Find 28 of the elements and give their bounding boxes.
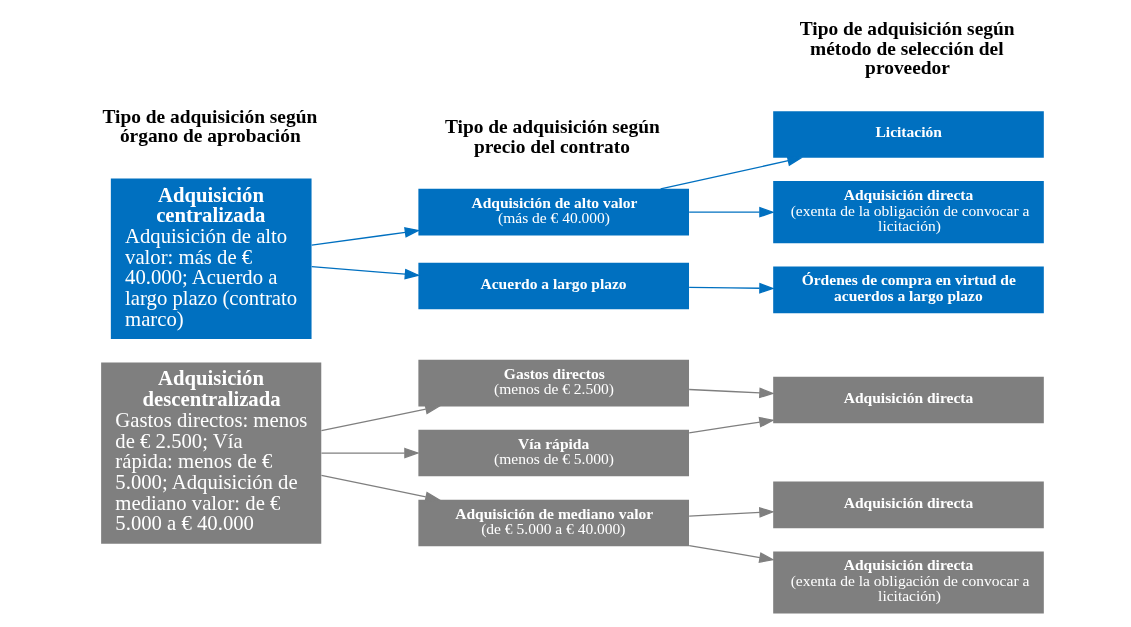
label: Tipo de adquisición según órgano de aprobación bbox=[101, 105, 317, 147]
arrow bbox=[320, 403, 441, 432]
label: Tipo de adquisición según método de selección del proveedor bbox=[799, 18, 1015, 79]
label: Tipo de adquisición según precio del contrato bbox=[444, 116, 660, 157]
arrow bbox=[688, 416, 775, 434]
node-box: Adquisición directa bbox=[772, 376, 1044, 424]
node-box: Vía rápida (menos de € 5.000) bbox=[417, 429, 689, 477]
node-box: Gastos directos (menos de € 2.500) bbox=[417, 359, 689, 407]
arrow bbox=[688, 387, 775, 399]
arrow bbox=[310, 266, 420, 280]
arrow bbox=[659, 155, 803, 190]
arrow bbox=[688, 545, 775, 563]
arrow bbox=[688, 507, 775, 518]
node-box: Adquisición de alto valor (más de € 40.000) bbox=[417, 188, 689, 236]
node-box: Licitación bbox=[772, 111, 1044, 158]
arrow bbox=[320, 474, 441, 503]
node-box: Adquisición directa bbox=[772, 481, 1044, 529]
node-box: Adquisición centralizada Adquisición de alto valor: más de € 40.000; Acuerdo a largo plazo (contrato marco) bbox=[110, 178, 312, 340]
arrow bbox=[688, 206, 775, 218]
node-box: Adquisición directa (exenta de la obligación de convocar a licitación) bbox=[772, 551, 1044, 614]
arrow bbox=[310, 227, 420, 246]
node-box: Adquisición de mediano valor (de € 5.000 a € 40.000) bbox=[417, 499, 689, 547]
node-box: Acuerdo a largo plazo bbox=[417, 262, 689, 310]
arrow bbox=[688, 282, 775, 294]
node-box: Adquisición descentralizada Gastos directos: menos de € 2.500; Vía rápida: menos de € 5.000; Adquisición de mediano valor: de € 5.000 a € 40.000 bbox=[100, 362, 321, 544]
node-box: Adquisición directa (exenta de la obligación de convocar a licitación) bbox=[772, 181, 1044, 244]
node-box: Órdenes de compra en virtud de acuerdos a largo plazo bbox=[772, 266, 1044, 314]
arrow bbox=[320, 447, 420, 459]
